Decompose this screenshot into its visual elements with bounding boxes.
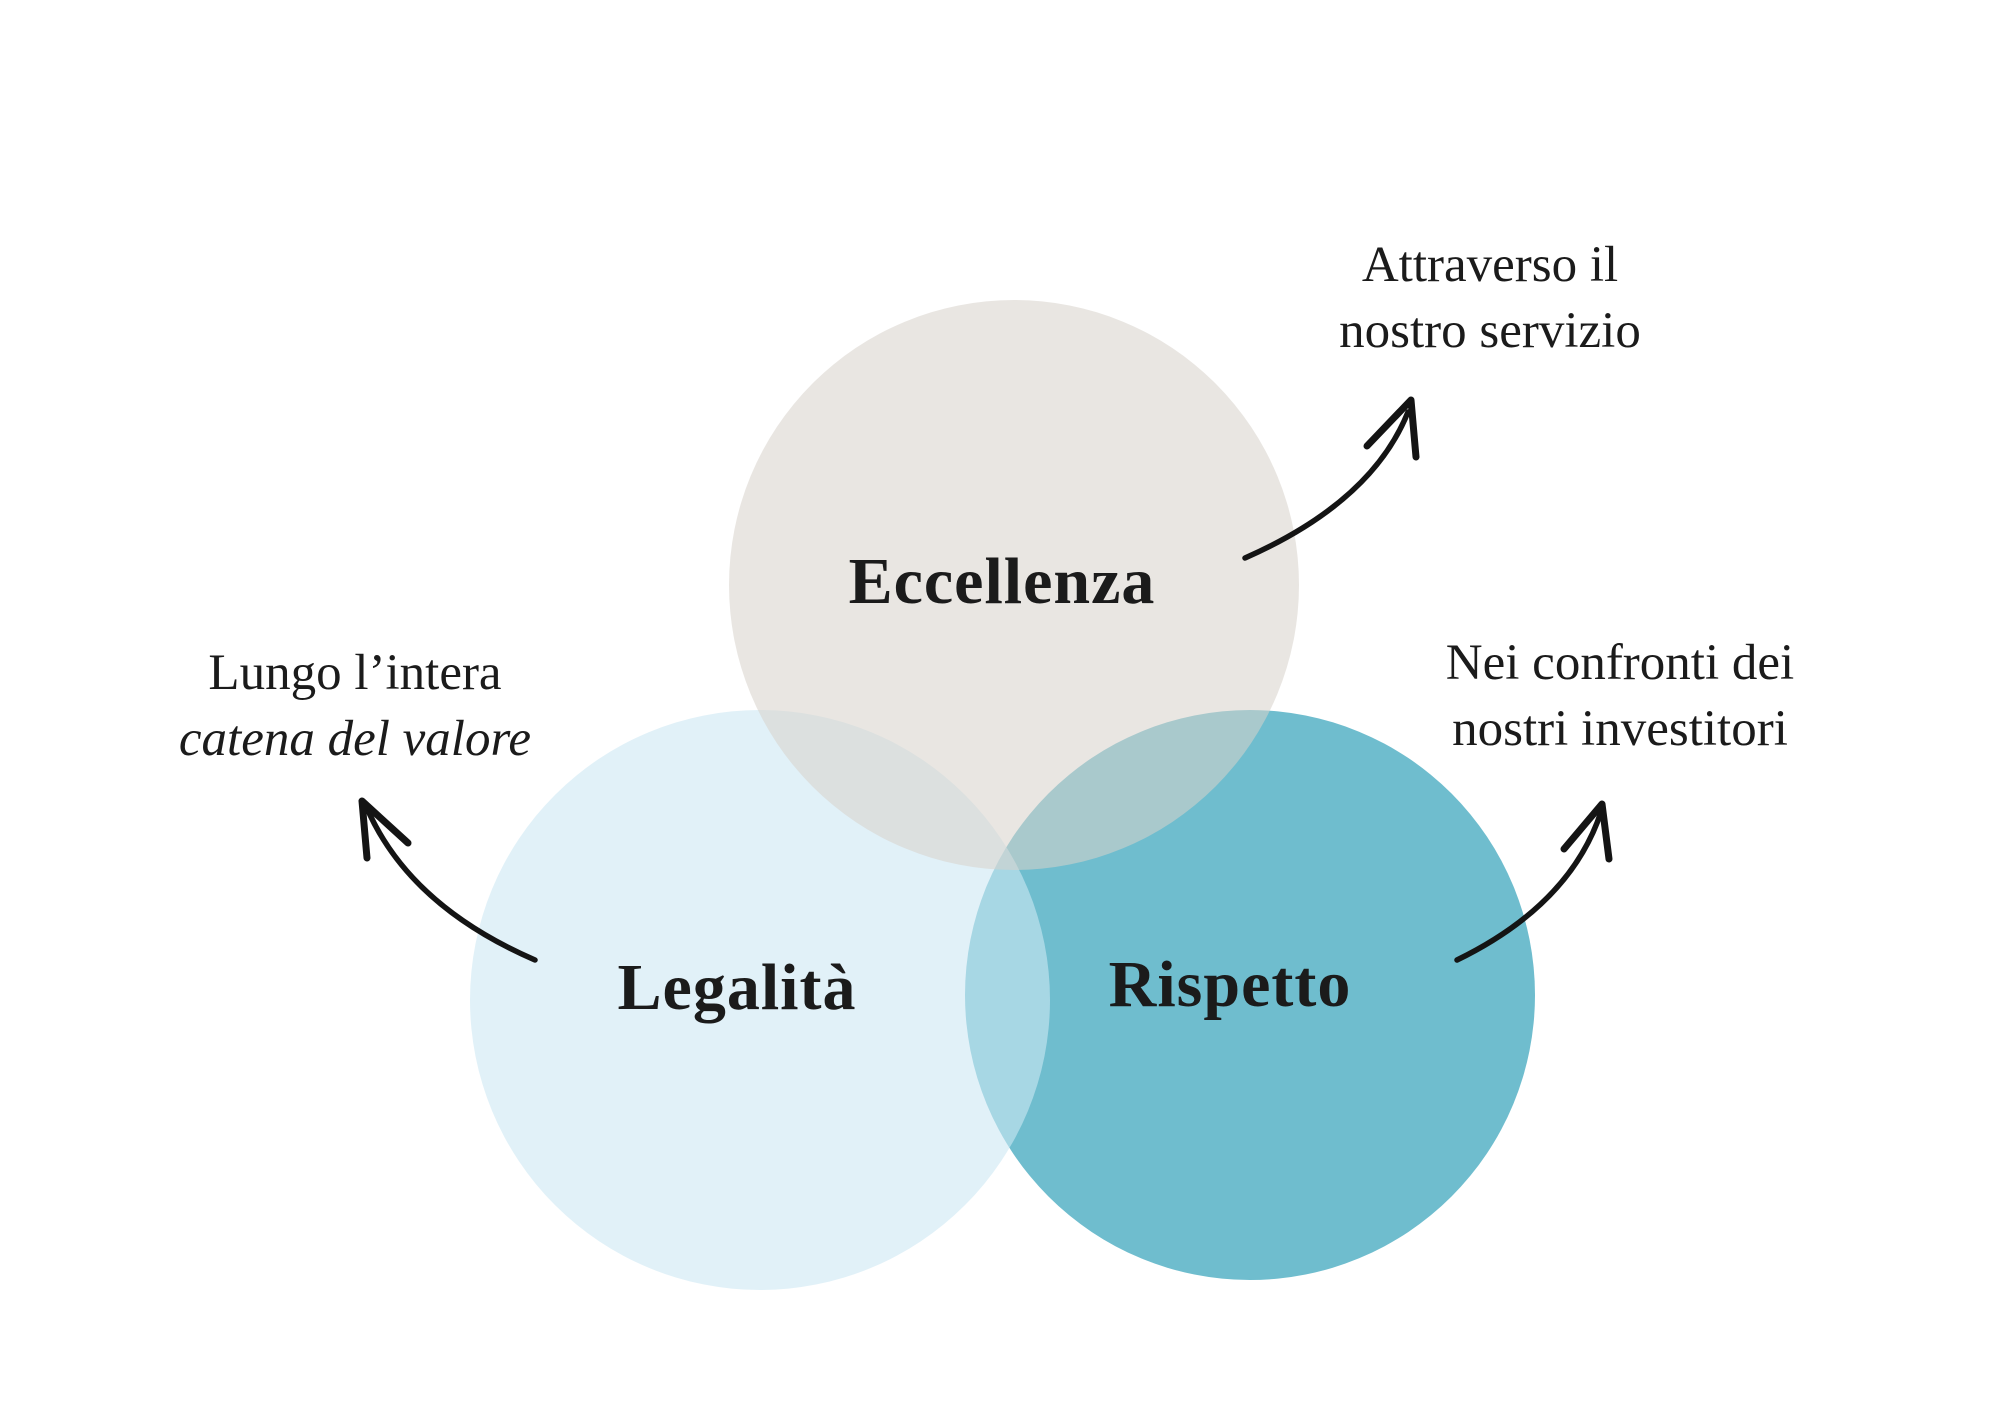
- annotation-valore-line2: catena del valore: [178, 711, 532, 767]
- venn-circle-eccellenza: [729, 300, 1299, 870]
- annotation-servizio-line2: nostro servizio: [1339, 303, 1641, 359]
- annotation-investitori-line1: Nei confronti dei: [1445, 635, 1795, 691]
- annotation-servizio-line1: Attraverso il: [1361, 237, 1619, 293]
- arrow-left: [358, 797, 538, 963]
- arrow-top-right-head-icon: [1363, 396, 1420, 461]
- annotation-servizio: Attraverso il nostro servizio: [1190, 232, 1790, 364]
- annotation-investitori-line2: nostri investitori: [1452, 701, 1788, 757]
- arrow-left-curve: [363, 803, 538, 963]
- circle-label-rispetto: Rispetto: [1108, 948, 1352, 1021]
- arrow-top-right-curve: [1242, 409, 1411, 561]
- circle-label-legalita: Legalità: [617, 951, 857, 1024]
- annotation-valore: Lungo l’intera catena del valore: [55, 640, 655, 772]
- arrow-top-right: [1242, 396, 1420, 561]
- annotation-valore-line1: Lungo l’intera: [208, 645, 502, 701]
- arrow-right-curve: [1454, 809, 1604, 963]
- annotation-investitori: Nei confronti dei nostri investitori: [1320, 630, 1920, 762]
- arrow-right-head-icon: [1560, 800, 1613, 863]
- circle-label-eccellenza: Eccellenza: [848, 545, 1156, 618]
- arrow-left-head-icon: [358, 797, 412, 862]
- arrow-right: [1454, 800, 1613, 963]
